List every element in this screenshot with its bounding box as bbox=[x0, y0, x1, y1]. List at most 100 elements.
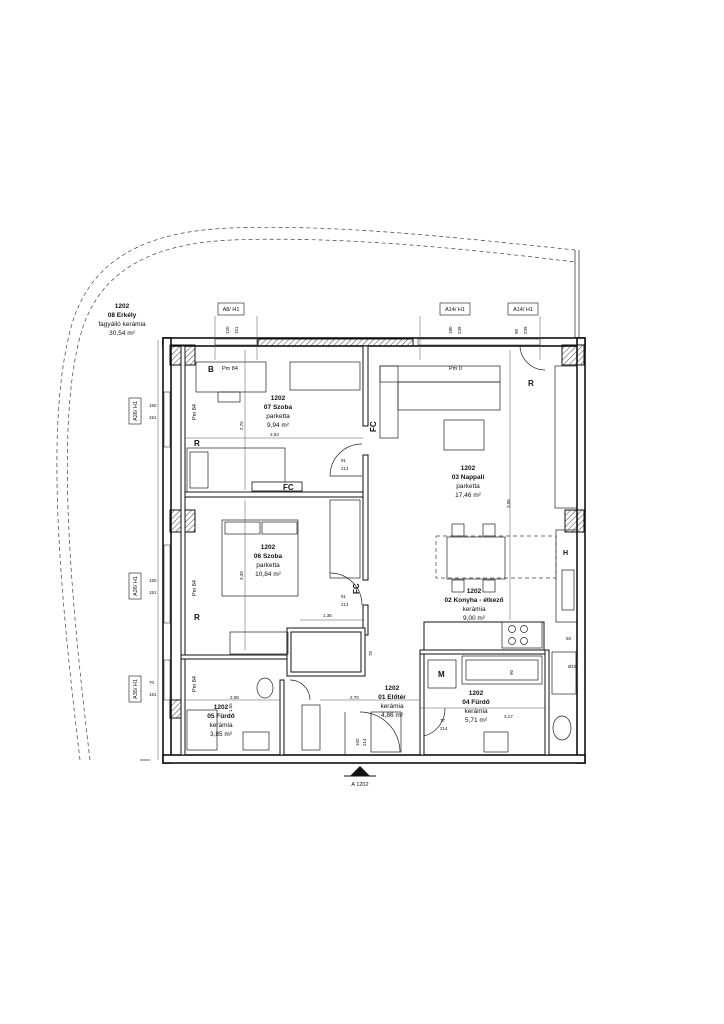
svg-text:239: 239 bbox=[457, 326, 462, 334]
dimension-lines bbox=[157, 316, 545, 760]
label-fc-3: FC bbox=[352, 583, 361, 594]
svg-text:kerámia: kerámia bbox=[380, 703, 404, 710]
section-marker: A 1202 bbox=[344, 766, 376, 788]
label-pm84-top: Pm 84 bbox=[222, 366, 238, 372]
room-label-erkely: 1202 08 Erkély fagyálló kerámia 30,54 m² bbox=[98, 303, 146, 337]
window-tag-a26a: A26/ H1 150 151 bbox=[128, 397, 157, 425]
svg-text:150: 150 bbox=[149, 578, 157, 583]
svg-text:239: 239 bbox=[523, 326, 528, 334]
label-h: H bbox=[563, 550, 568, 557]
outer-walls bbox=[162, 337, 586, 764]
dimension-texts: 3,63 2,76 91 214 3,39 91 214 1,35 3,06 2… bbox=[228, 421, 577, 746]
label-r-06: R bbox=[194, 613, 200, 622]
svg-text:90: 90 bbox=[509, 669, 514, 675]
svg-text:91: 91 bbox=[341, 594, 347, 599]
svg-text:A14/ H1: A14/ H1 bbox=[513, 307, 533, 313]
svg-text:A 1202: A 1202 bbox=[351, 782, 368, 788]
svg-text:04 Fürdő: 04 Fürdő bbox=[462, 699, 489, 706]
svg-text:9,00 m²: 9,00 m² bbox=[463, 615, 486, 622]
label-r-07: R bbox=[194, 439, 200, 448]
svg-text:kerámia: kerámia bbox=[209, 722, 233, 729]
svg-text:1,35: 1,35 bbox=[323, 613, 332, 618]
window-tag-a35: A35/ H1 70 151 bbox=[128, 675, 157, 703]
label-fc-2: FC bbox=[369, 421, 378, 432]
svg-text:Ø15: Ø15 bbox=[568, 664, 577, 669]
svg-text:70: 70 bbox=[149, 680, 155, 685]
svg-text:03 Nappali: 03 Nappali bbox=[452, 474, 485, 481]
label-pm84-left3: Pm 84 bbox=[192, 676, 198, 692]
svg-text:1202: 1202 bbox=[271, 395, 286, 402]
svg-text:214: 214 bbox=[362, 738, 367, 746]
svg-text:A26/ H1: A26/ H1 bbox=[133, 401, 139, 421]
svg-text:10,84 m²: 10,84 m² bbox=[255, 571, 281, 578]
label-r-nappali: R bbox=[528, 379, 534, 388]
label-pm0: Pm 0 bbox=[449, 366, 462, 372]
svg-text:90: 90 bbox=[514, 328, 519, 334]
svg-text:1202: 1202 bbox=[115, 303, 130, 310]
svg-text:A14/ H1: A14/ H1 bbox=[445, 307, 465, 313]
svg-text:parketta: parketta bbox=[456, 483, 480, 490]
svg-text:1202: 1202 bbox=[461, 465, 476, 472]
room-label-furdo04: 1202 04 Fürdő kerámia 5,71 m² bbox=[462, 690, 489, 724]
svg-text:01 Előtér: 01 Előtér bbox=[378, 694, 406, 701]
svg-text:3,85 m²: 3,85 m² bbox=[210, 731, 233, 738]
svg-text:150: 150 bbox=[149, 403, 157, 408]
svg-text:3,63: 3,63 bbox=[270, 432, 279, 437]
window-tag-a26b: A26/ H1 150 151 bbox=[128, 572, 157, 600]
svg-text:2,70: 2,70 bbox=[350, 695, 359, 700]
svg-text:fagyálló kerámia: fagyálló kerámia bbox=[98, 321, 146, 328]
svg-text:1202: 1202 bbox=[385, 685, 400, 692]
label-b: B bbox=[208, 365, 214, 374]
svg-text:kerámia: kerámia bbox=[464, 708, 488, 715]
room-label-szoba07: 1202 07 Szoba parketta 9,94 m² bbox=[264, 395, 293, 429]
room-label-szoba06: 1202 06 Szoba parketta 10,84 m² bbox=[254, 544, 283, 578]
svg-text:214: 214 bbox=[440, 726, 448, 731]
balcony-outline bbox=[56, 226, 580, 761]
window-tag-a14b: A14/ H1 90 239 bbox=[507, 302, 539, 334]
svg-text:151: 151 bbox=[149, 415, 157, 420]
room-label-nappali: 1202 03 Nappali parketta 17,46 m² bbox=[452, 465, 485, 499]
svg-text:parketta: parketta bbox=[266, 413, 290, 420]
window-tag-a8: A8/ H1 120 151 bbox=[217, 302, 245, 334]
svg-text:3,17: 3,17 bbox=[504, 714, 513, 719]
label-pm84-left2: Pm 84 bbox=[192, 580, 198, 596]
svg-text:A35/ H1: A35/ H1 bbox=[133, 679, 139, 699]
svg-text:9,94 m²: 9,94 m² bbox=[267, 422, 290, 429]
svg-text:1202: 1202 bbox=[467, 588, 482, 595]
svg-text:17,46 m²: 17,46 m² bbox=[455, 492, 481, 499]
svg-text:3,39: 3,39 bbox=[239, 571, 244, 580]
svg-text:120: 120 bbox=[225, 326, 230, 334]
svg-text:77: 77 bbox=[440, 718, 446, 723]
svg-text:151: 151 bbox=[149, 590, 157, 595]
svg-text:30,54 m²: 30,54 m² bbox=[109, 330, 135, 337]
svg-text:3,06: 3,06 bbox=[506, 499, 511, 508]
label-pm84-left1: Pm 84 bbox=[192, 404, 198, 420]
svg-text:02 Konyha - étkező: 02 Konyha - étkező bbox=[445, 597, 504, 604]
svg-text:1202: 1202 bbox=[261, 544, 276, 551]
svg-text:2,76: 2,76 bbox=[239, 421, 244, 430]
door-swings bbox=[289, 344, 546, 755]
svg-text:214: 214 bbox=[341, 466, 349, 471]
misc-labels: B Pm 84 Pm 0 Pm 84 Pm 84 Pm 84 R R R FC … bbox=[192, 365, 568, 692]
label-m: M bbox=[438, 670, 445, 679]
window-tag-a14a: A14/ H1 180 239 bbox=[439, 302, 471, 334]
svg-text:1202: 1202 bbox=[214, 704, 229, 711]
svg-text:102: 102 bbox=[355, 738, 360, 746]
svg-text:06 Szoba: 06 Szoba bbox=[254, 553, 283, 560]
room-label-furdo05: 1202 05 Fürdő kerámia 3,85 m² bbox=[207, 704, 234, 738]
svg-text:5,71 m²: 5,71 m² bbox=[465, 717, 488, 724]
svg-text:1202: 1202 bbox=[469, 690, 484, 697]
svg-text:A26/ H1: A26/ H1 bbox=[133, 576, 139, 596]
interior-walls bbox=[180, 345, 550, 756]
furniture bbox=[186, 361, 578, 753]
svg-text:91: 91 bbox=[341, 458, 347, 463]
svg-text:05 Fürdő: 05 Fürdő bbox=[207, 713, 234, 720]
label-fc-1: FC bbox=[283, 483, 294, 492]
svg-text:75: 75 bbox=[368, 650, 373, 656]
svg-text:151: 151 bbox=[234, 326, 239, 334]
svg-text:1,55: 1,55 bbox=[228, 703, 233, 712]
svg-text:214: 214 bbox=[341, 602, 349, 607]
svg-text:4,86 m²: 4,86 m² bbox=[381, 712, 404, 719]
svg-text:60: 60 bbox=[566, 636, 572, 641]
